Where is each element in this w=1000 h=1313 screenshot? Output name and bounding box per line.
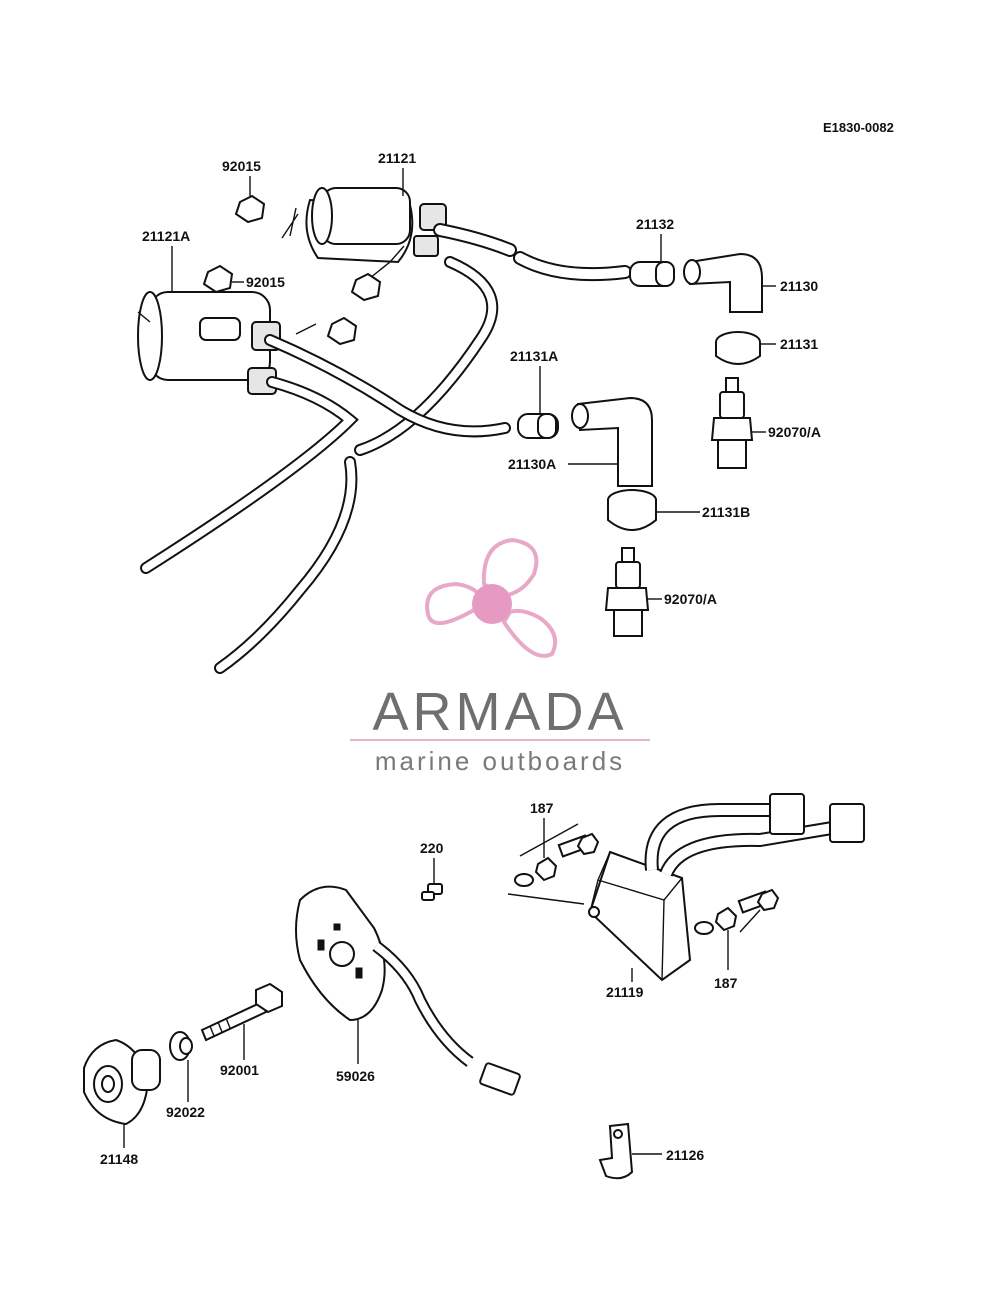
ignition-coil-upper	[281, 187, 447, 302]
propeller-logo-icon	[425, 537, 557, 658]
part-label: 21119	[606, 984, 644, 1000]
part-label: 21121A	[142, 228, 190, 244]
reference-code: E1830-0082	[823, 120, 894, 135]
part-label: 59026	[336, 1068, 375, 1084]
part-label: 92070/A	[664, 591, 717, 607]
bolts-187-right	[694, 888, 780, 935]
part-label: 21148	[100, 1151, 138, 1167]
brand-tagline: marine outboards	[375, 746, 625, 776]
part-label: 21131B	[702, 504, 750, 520]
part-label: 21131	[780, 336, 818, 352]
nut-92015-upper	[234, 194, 266, 224]
brand-name: ARMADA	[372, 682, 627, 742]
nut-92015-lower	[202, 264, 234, 294]
clamp-21126	[598, 1122, 634, 1180]
pickup-coil-plate-59026	[295, 885, 521, 1096]
bolts-187-left	[507, 823, 600, 905]
seal-21131b	[607, 489, 657, 531]
bolt-92001	[200, 982, 283, 1042]
part-label: 21132	[636, 216, 674, 232]
plug-cap-21131a	[517, 413, 559, 439]
part-labels: 92015 21121 21121A 92015 21132 21130 211…	[100, 150, 821, 1167]
part-label: 187	[714, 975, 738, 991]
bolt-220	[421, 883, 443, 901]
plug-cap-21130a	[571, 396, 653, 487]
seal-21131	[715, 331, 761, 365]
leader-lines-top	[171, 168, 776, 600]
part-label: 92015	[222, 158, 261, 174]
rotor-21148	[83, 1038, 161, 1126]
ignition-coil-lower	[137, 291, 358, 395]
spark-plug-lower	[604, 547, 650, 637]
washer-92022	[169, 1031, 193, 1061]
part-label: 92015	[246, 274, 285, 290]
igniter-21119	[588, 793, 865, 982]
part-label: 21131A	[510, 348, 558, 364]
part-label: 220	[420, 840, 444, 856]
part-label: 21126	[666, 1147, 704, 1163]
part-label: 187	[530, 800, 554, 816]
spark-plug-upper	[710, 377, 754, 469]
armada-watermark: ARMADA marine outboards	[350, 537, 650, 776]
part-label: 21130	[780, 278, 818, 294]
part-label: 21121	[378, 150, 416, 166]
high-tension-cords	[140, 223, 632, 674]
part-label: 92022	[166, 1104, 205, 1120]
part-label: 21130A	[508, 456, 556, 472]
leader-lines-bottom	[123, 818, 729, 1155]
part-label: 92001	[220, 1062, 259, 1078]
part-label: 92070/A	[768, 424, 821, 440]
plug-cap-21130	[683, 252, 763, 313]
plug-cap-21132	[629, 261, 675, 287]
